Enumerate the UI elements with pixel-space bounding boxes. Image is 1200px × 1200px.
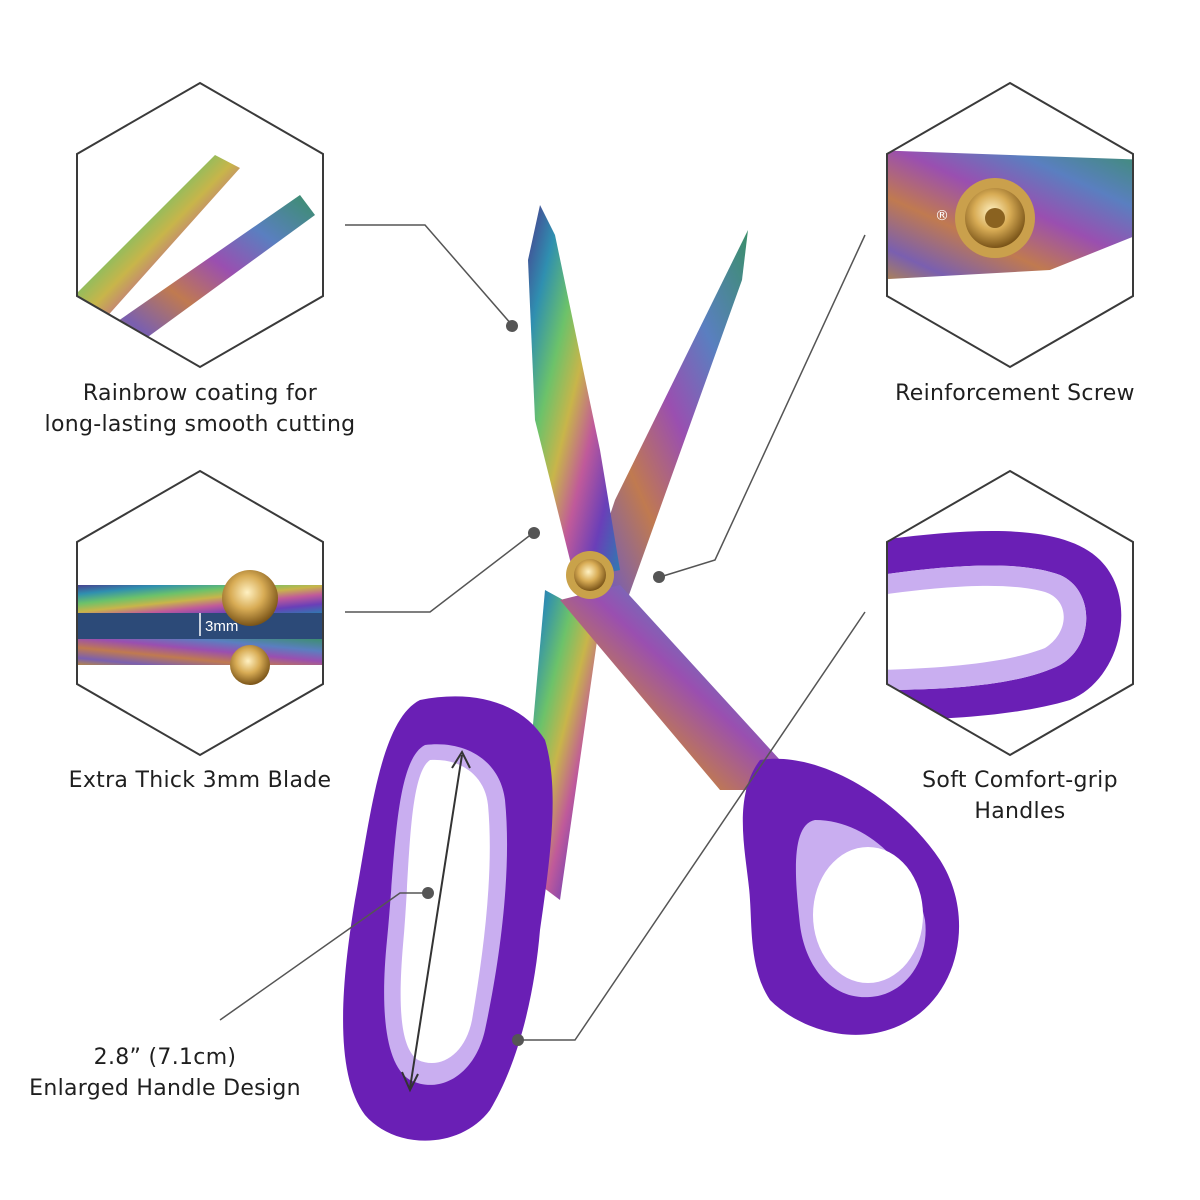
scissors-product-photo: [343, 205, 960, 1141]
coating-caption-line1: Rainbrow coating for: [82, 381, 318, 406]
grip-caption-line2: Handles: [974, 799, 1066, 824]
grip-caption: Soft Comfort-grip Handles: [880, 765, 1160, 827]
screw-hexagon-frame: [886, 81, 1134, 369]
screw-brand-mark: ®: [935, 208, 949, 224]
scissors-handle-right-opening: [813, 847, 923, 983]
blade-caption: Extra Thick 3mm Blade: [20, 765, 380, 796]
callout-blade: [345, 527, 540, 613]
scissors-blade-back: [575, 230, 748, 620]
handle-caption-line1: 2.8” (7.1cm): [93, 1045, 237, 1070]
screw-caption: Reinforcement Screw: [870, 378, 1160, 409]
screw-caption-line1: Reinforcement Screw: [895, 381, 1135, 406]
coating-caption: Rainbrow coating for long-lasting smooth…: [20, 378, 380, 440]
screw-closeup-image: [887, 83, 1133, 367]
callout-handle: [219, 887, 434, 1021]
callout-screw: [653, 234, 866, 583]
scissors-blade-front: [528, 205, 620, 580]
handle-measure-arrow: [401, 749, 471, 1093]
scissors-arm-right: [560, 585, 780, 790]
grip-hexagon-frame: [886, 469, 1134, 757]
callout-coating: [345, 224, 518, 332]
blade-measure-label: 3mm: [205, 618, 238, 635]
callout-grip: [512, 611, 866, 1046]
coating-caption-line2: long-lasting smooth cutting: [44, 412, 356, 437]
handle-caption: 2.8” (7.1cm) Enlarged Handle Design: [10, 1042, 320, 1104]
grip-closeup-image: [887, 471, 1133, 755]
scissors-pivot-screw-center: [574, 559, 606, 591]
blade-caption-line1: Extra Thick 3mm Blade: [68, 768, 332, 793]
blade-hexagon-frame: [76, 469, 324, 757]
scissors-handle-left-opening: [400, 759, 490, 1064]
grip-caption-line1: Soft Comfort-grip: [922, 768, 1118, 793]
coating-closeup-image: [77, 83, 323, 367]
blade-thickness-image: [77, 471, 323, 755]
coating-hexagon-frame: [76, 81, 324, 369]
handle-caption-line2: Enlarged Handle Design: [29, 1076, 301, 1101]
